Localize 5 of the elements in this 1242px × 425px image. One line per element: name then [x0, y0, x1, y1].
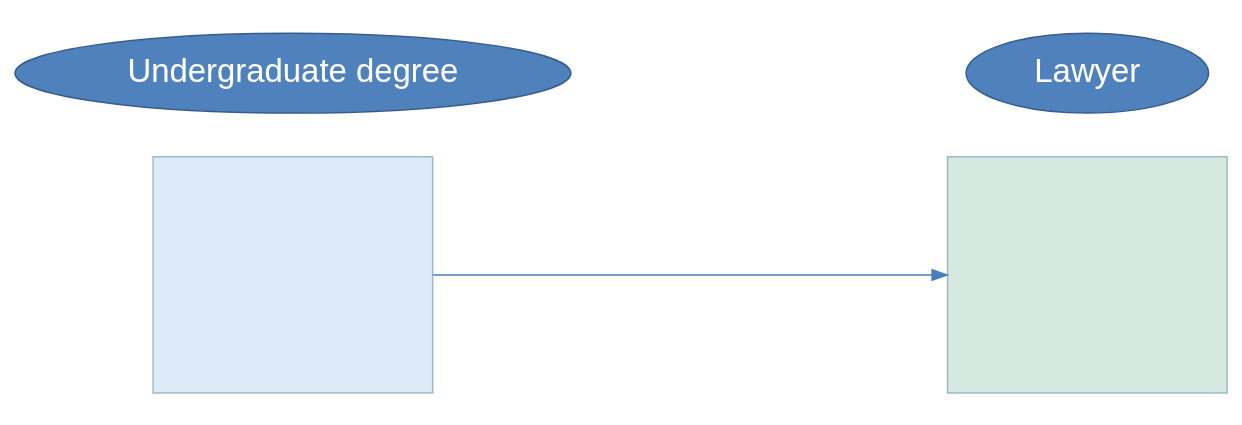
node-ellipse: Lawyer: [965, 31, 1210, 114]
node-box: [946, 155, 1228, 394]
arrow: [431, 268, 950, 281]
node-box: [152, 155, 434, 394]
node-ellipse: Undergraduate degree: [14, 31, 572, 114]
